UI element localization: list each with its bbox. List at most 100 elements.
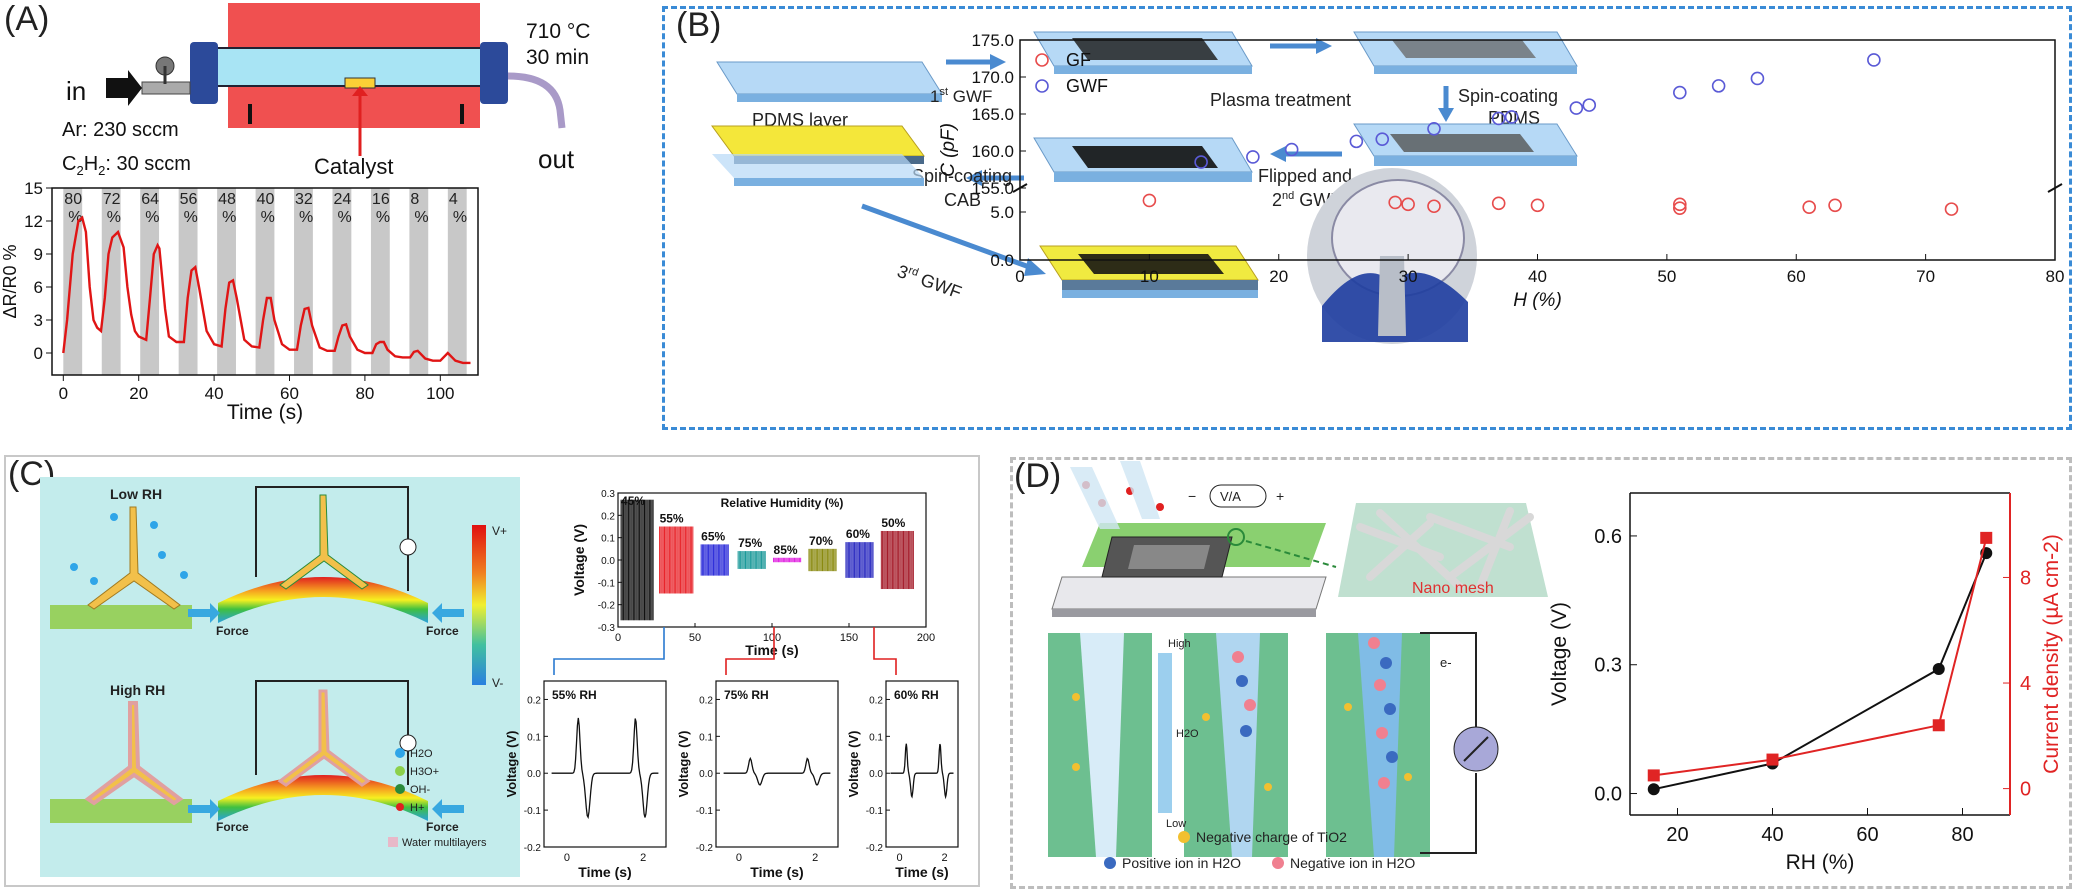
exposure-band bbox=[294, 188, 313, 375]
low-rh-label: Low RH bbox=[110, 486, 162, 502]
y-tick-label: 155.0 bbox=[971, 179, 1014, 198]
graphene-woven-fabric bbox=[1072, 38, 1218, 60]
meter-plus: + bbox=[1276, 488, 1284, 504]
nano-mesh-label: Nano mesh bbox=[1412, 580, 1494, 597]
c2h2-flow-label: C2H2: 30 sccm bbox=[62, 153, 191, 178]
voltage-point bbox=[1647, 783, 1660, 796]
y-tick-label-right: 4 bbox=[2020, 673, 2031, 695]
exposure-band bbox=[140, 188, 160, 375]
spin-pdms-label-1: Spin-coating bbox=[1458, 86, 1558, 106]
inset-y-tick: -0.1 bbox=[524, 806, 542, 817]
inset-y-title: Voltage (V) bbox=[846, 731, 861, 798]
y-tick-label: 160.0 bbox=[971, 142, 1014, 161]
inset-frame bbox=[715, 680, 839, 848]
y-tick-label: 0.2 bbox=[601, 511, 615, 522]
current-point bbox=[1647, 769, 1660, 782]
segment-label: 85% bbox=[774, 543, 798, 557]
point-gwf bbox=[1750, 71, 1765, 86]
y-tick-label: 165.0 bbox=[971, 105, 1014, 124]
legend-h: H+ bbox=[410, 802, 424, 814]
inset-label: 55% RH bbox=[552, 688, 597, 702]
inset-y-tick: -0.1 bbox=[866, 806, 884, 817]
series-line bbox=[1653, 552, 1988, 791]
inset-callout bbox=[873, 627, 897, 675]
y-tick-label: 170.0 bbox=[971, 68, 1014, 87]
y-axis-title-left: Voltage (V) bbox=[1548, 602, 1571, 706]
pulse-label: 32 bbox=[295, 191, 313, 208]
duration-label: 30 min bbox=[526, 46, 589, 69]
exposure-band bbox=[409, 188, 429, 375]
x-tick-label: 0 bbox=[59, 384, 68, 403]
panel-c-frame bbox=[4, 455, 980, 887]
x-tick-label: 20 bbox=[129, 384, 148, 403]
x-axis-title: Time (s) bbox=[745, 642, 798, 658]
point-gwf bbox=[1504, 110, 1519, 124]
legend-water: Water multilayers bbox=[402, 837, 487, 849]
y-tick-label: 6 bbox=[34, 278, 43, 297]
y-tick-label: 3 bbox=[34, 311, 43, 330]
pulse-unit: % bbox=[261, 209, 275, 226]
x-tick-label: 100 bbox=[426, 384, 454, 403]
high-rh-label: High RH bbox=[110, 682, 165, 698]
x-tick-label: 60 bbox=[1856, 824, 1878, 846]
inlet-arrow bbox=[106, 70, 142, 106]
point-gwf bbox=[1867, 53, 1881, 67]
inset-y-tick: 0.2 bbox=[527, 695, 541, 706]
outlet-tube bbox=[507, 72, 566, 129]
x-tick-label: 40 bbox=[1528, 267, 1547, 286]
inset-frame bbox=[885, 680, 959, 848]
device-substrate bbox=[1051, 576, 1327, 610]
y-axis-title: ΔR/R0 % bbox=[0, 244, 20, 318]
y-tick-label: -0.3 bbox=[598, 623, 616, 634]
plasma-treatment-label: Plasma treatment bbox=[1210, 90, 1351, 110]
pulse-label: 16 bbox=[372, 191, 390, 208]
point-gf bbox=[1530, 198, 1545, 213]
pulse-label: 56 bbox=[180, 191, 198, 208]
inset-frame bbox=[543, 680, 667, 848]
exposure-band bbox=[217, 188, 236, 375]
y-tick-label: 0.1 bbox=[601, 534, 615, 545]
force-label-2: Force bbox=[426, 624, 459, 638]
x-axis-title: Time (s) bbox=[227, 401, 303, 424]
inset-x-tick: 2 bbox=[812, 852, 818, 864]
x-axis-title: H (%) bbox=[1513, 290, 1562, 311]
inset-y-tick: 0.1 bbox=[869, 732, 883, 743]
y-tick-label-left: 0.0 bbox=[1594, 784, 1622, 806]
pulse-unit: % bbox=[376, 209, 390, 226]
segment-label: 45% bbox=[621, 494, 645, 508]
inset-callout bbox=[553, 627, 665, 675]
out-label: out bbox=[538, 144, 575, 174]
y-tick-label: 0.3 bbox=[601, 489, 615, 500]
gradient-low: Low bbox=[1166, 818, 1186, 830]
cab-coated-slab bbox=[711, 125, 925, 157]
y-tick-label: 175.0 bbox=[971, 31, 1014, 50]
x-tick-label: 10 bbox=[1140, 267, 1159, 286]
left-flange bbox=[190, 42, 218, 104]
y-tick-label: 0.0 bbox=[601, 556, 615, 567]
legend-label: GWF bbox=[1066, 76, 1108, 96]
point-gf bbox=[1673, 201, 1687, 215]
inset-label: 75% RH bbox=[724, 688, 769, 702]
x-tick-label: 50 bbox=[1657, 267, 1676, 286]
temperature-label: 710 °C bbox=[526, 20, 590, 43]
bent-strip-high bbox=[218, 775, 428, 821]
current-point bbox=[1766, 753, 1779, 766]
tetrapod-high bbox=[84, 701, 184, 806]
substrate-low bbox=[50, 605, 192, 629]
x-tick-label: 200 bbox=[917, 632, 935, 644]
x-tick-label: 80 bbox=[1951, 824, 1973, 846]
panel-a-label: (A) bbox=[4, 0, 50, 38]
pulse-unit: % bbox=[222, 209, 236, 226]
segment-label: 50% bbox=[881, 516, 905, 530]
y-tick-label-left: 0.6 bbox=[1594, 526, 1622, 548]
point-gwf bbox=[1491, 111, 1506, 126]
point-gwf bbox=[1427, 122, 1441, 136]
x-tick-label: 40 bbox=[1761, 824, 1783, 846]
pulse-unit: % bbox=[414, 209, 428, 226]
panel-a-figure: in 710 °C 30 min Ar: 230 sccm C2H2: 30 s… bbox=[0, 3, 590, 424]
panel-c-figure: Low RH High RH Force Force Force Force V… bbox=[40, 477, 959, 880]
